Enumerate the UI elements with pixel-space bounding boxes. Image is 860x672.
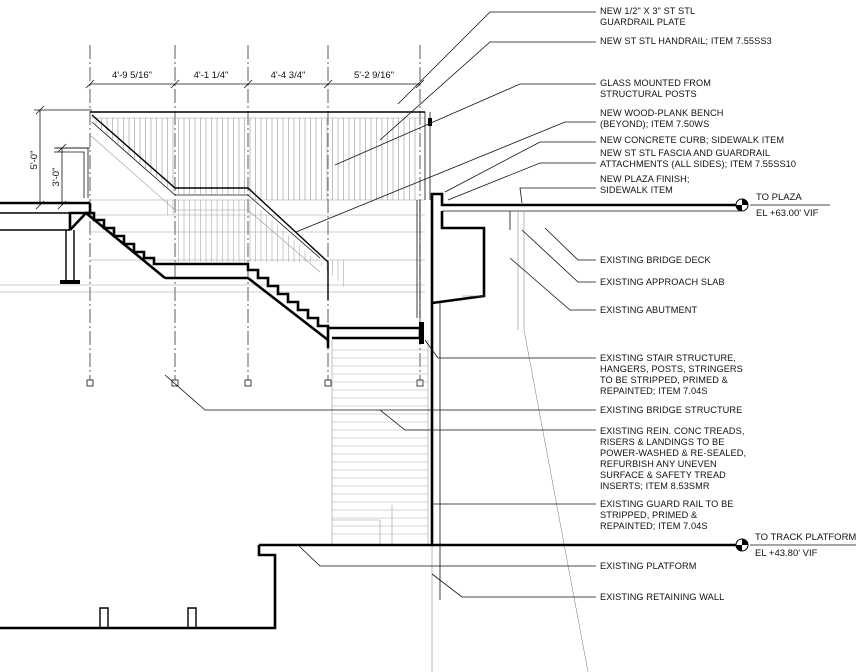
note-3-line: STRUCTURAL POSTS — [600, 89, 697, 99]
note-7: NEW PLAZA FINISH;SIDEWALK ITEM — [600, 174, 690, 195]
note-5: NEW CONCRETE CURB; SIDEWALK ITEM — [600, 135, 784, 145]
note-10-line: EXISTING ABUTMENT — [600, 305, 697, 315]
note-7-line: SIDEWALK ITEM — [600, 185, 673, 195]
note-11-line: HANGERS, POSTS, STRINGERS — [600, 364, 743, 374]
track-label: TO TRACK PLATFORM — [755, 532, 856, 543]
note-14-line: STRIPPED, PRIMED & — [600, 510, 697, 520]
existing-platform — [0, 543, 740, 630]
note-11-line: TO BE STRIPPED, PRIMED & — [600, 375, 728, 385]
note-5-line: NEW CONCRETE CURB; SIDEWALK ITEM — [600, 135, 784, 145]
top-dimension-string: 4'-9 5/16" 4'-1 1/4" 4'-4 3/4" 5'-2 9/16… — [85, 70, 425, 89]
note-14-line: REPAINTED; ITEM 7.04S — [600, 521, 708, 531]
note-2-line: NEW ST STL HANDRAIL; ITEM 7.55SS3 — [600, 36, 772, 46]
elevation-track: TO TRACK PLATFORM EL +43.80' VIF — [735, 532, 856, 559]
note-13: EXISTING REIN. CONC TREADS,RISERS & LAND… — [600, 426, 746, 491]
note-1-line: NEW 1/2" X 3" ST STL — [600, 6, 695, 16]
note-9: EXISTING APPROACH SLAB — [600, 277, 725, 287]
note-13-line: POWER-WASHED & RE-SEALED, — [600, 448, 746, 458]
new-guardrail-elevation — [0, 111, 432, 318]
note-8-line: EXISTING BRIDGE DECK — [600, 255, 712, 265]
note-15-line: EXISTING PLATFORM — [600, 561, 696, 571]
note-14-line: EXISTING GUARD RAIL TO BE — [600, 499, 734, 509]
note-6-line: NEW ST STL FASCIA AND GUARDRAIL — [600, 148, 770, 158]
note-8: EXISTING BRIDGE DECK — [600, 255, 712, 265]
note-11: EXISTING STAIR STRUCTURE,HANGERS, POSTS,… — [600, 353, 743, 396]
note-11-line: REPAINTED; ITEM 7.04S — [600, 386, 708, 396]
dim-3: 4'-4 3/4" — [271, 70, 306, 81]
note-12: EXISTING BRIDGE STRUCTURE — [600, 405, 742, 415]
note-16: EXISTING RETAINING WALL — [600, 592, 724, 602]
dim-2: 4'-1 1/4" — [194, 70, 229, 81]
note-13-line: INSERTS; ITEM 8.53SMR — [600, 481, 710, 491]
note-13-line: EXISTING REIN. CONC TREADS, — [600, 426, 744, 436]
dim-3ft: 3'-0" — [51, 168, 62, 187]
note-7-line: NEW PLAZA FINISH; — [600, 174, 690, 184]
dim-5ft: 5'-0" — [29, 151, 40, 170]
track-elevation: EL +43.80' VIF — [755, 548, 818, 559]
note-15: EXISTING PLATFORM — [600, 561, 696, 571]
note-1-line: GUARDRAIL PLATE — [600, 17, 686, 27]
note-4-line: (BEYOND); ITEM 7.50WS — [600, 119, 709, 129]
plaza-and-abutment — [0, 192, 740, 330]
note-9-line: EXISTING APPROACH SLAB — [600, 277, 725, 287]
grid-lines — [86, 45, 424, 387]
note-11-line: EXISTING STAIR STRUCTURE, — [600, 353, 736, 363]
elevation-plaza: TO PLAZA EL +63.00' VIF — [735, 192, 830, 219]
plaza-elevation: EL +63.00' VIF — [756, 208, 819, 219]
note-13-line: RISERS & LANDINGS TO BE — [600, 437, 725, 447]
dim-4: 5'-2 9/16" — [354, 70, 394, 81]
plaza-label: TO PLAZA — [756, 192, 802, 203]
note-13-line: SURFACE & SAFETY TREAD — [600, 470, 726, 480]
note-4: NEW WOOD-PLANK BENCH(BEYOND); ITEM 7.50W… — [600, 108, 724, 129]
note-16-line: EXISTING RETAINING WALL — [600, 592, 724, 602]
note-4-line: NEW WOOD-PLANK BENCH — [600, 108, 724, 118]
leader-lines — [164, 11, 596, 598]
dim-1: 4'-9 5/16" — [112, 70, 152, 81]
note-3-line: GLASS MOUNTED FROM — [600, 78, 711, 88]
note-10: EXISTING ABUTMENT — [600, 305, 697, 315]
note-13-line: REFURBISH ANY UNEVEN — [600, 459, 717, 469]
note-6-line: ATTACHMENTS (ALL SIDES); ITEM 7.55SS10 — [600, 159, 796, 169]
existing-stair — [69, 211, 429, 545]
left-dimension-string: 5'-0" 3'-0" — [29, 105, 92, 210]
note-12-line: EXISTING BRIDGE STRUCTURE — [600, 405, 742, 415]
note-2: NEW ST STL HANDRAIL; ITEM 7.55SS3 — [600, 36, 772, 46]
